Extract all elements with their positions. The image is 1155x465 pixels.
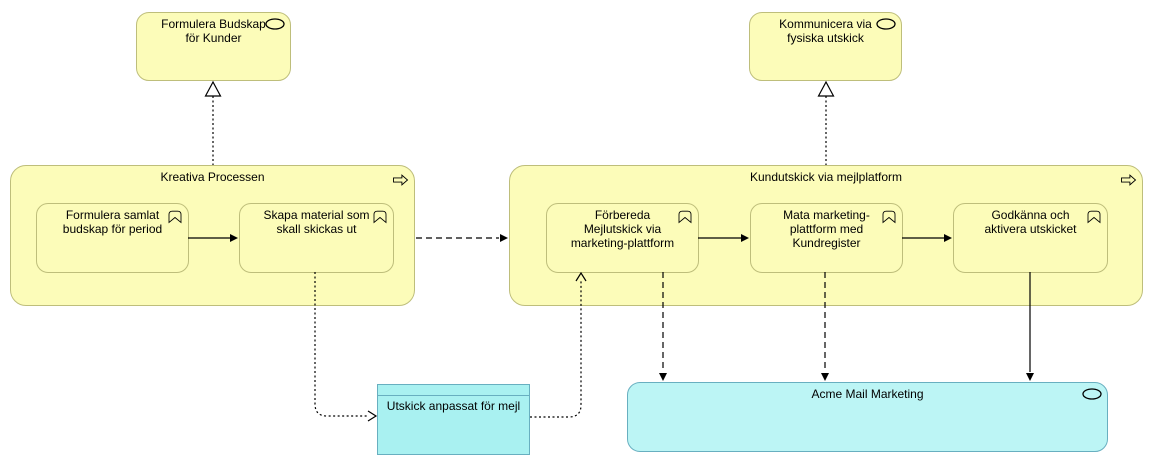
node-kundutskick-via-mejlplatform[interactable]: Kundutskick via mejlplatform Förbereda M… <box>509 165 1143 306</box>
node-label: Kreativa Processen <box>160 170 265 184</box>
function-chevron-icon <box>373 210 387 224</box>
node-mata-marketing-plattform[interactable]: Mata marketing- plattform med Kundregist… <box>750 203 903 273</box>
service-oval-icon <box>1082 388 1102 400</box>
function-chevron-icon <box>1087 210 1101 224</box>
node-label: Formulera Budskap för Kunder <box>161 17 266 45</box>
node-label: Kundutskick via mejlplatform <box>749 170 903 184</box>
node-label: Mata marketing- plattform med Kundregist… <box>783 208 870 250</box>
node-label: Skapa material som skall skickas ut <box>263 208 370 236</box>
node-label: Förbereda Mejlutskick via marketing-plat… <box>570 208 675 250</box>
node-label: Formulera samlat budskap för period <box>62 208 163 236</box>
node-label: Kommunicera via fysiska utskick <box>779 17 872 45</box>
realization-connector-kreativa-to-budskap[interactable] <box>204 80 222 165</box>
node-skapa-material[interactable]: Skapa material som skall skickas ut <box>239 203 394 273</box>
node-formulera-samlat-budskap[interactable]: Formulera samlat budskap för period <box>36 203 189 273</box>
node-godkanna-aktivera[interactable]: Godkänna och aktivera utskicket <box>953 203 1108 273</box>
node-formulera-budskap-for-kunder[interactable]: Formulera Budskap för Kunder <box>136 12 291 81</box>
business-object-header-bar <box>378 385 529 396</box>
node-acme-mail-marketing[interactable]: Acme Mail Marketing <box>627 382 1108 452</box>
node-kommunicera-via-fysiska-utskick[interactable]: Kommunicera via fysiska utskick <box>749 12 902 81</box>
function-chevron-icon <box>678 210 692 224</box>
function-chevron-icon <box>168 210 182 224</box>
node-label: Godkänna och aktivera utskicket <box>984 208 1077 236</box>
process-arrow-icon <box>393 174 409 186</box>
node-kreativa-processen[interactable]: Kreativa Processen Formulera samlat buds… <box>10 165 415 306</box>
function-chevron-icon <box>882 210 896 224</box>
flow-connector-kreativa-to-kundutskick[interactable] <box>416 234 508 242</box>
node-label: Utskick anpassat för mejl <box>386 399 521 413</box>
realization-connector-kundutskick-to-fysiska[interactable] <box>817 80 835 165</box>
process-arrow-icon <box>1121 174 1137 186</box>
service-oval-icon <box>265 18 285 30</box>
node-forbereda-mejlutskick[interactable]: Förbereda Mejlutskick via marketing-plat… <box>546 203 699 273</box>
node-label: Acme Mail Marketing <box>811 387 924 401</box>
node-utskick-anpassat-for-mejl[interactable]: Utskick anpassat för mejl <box>377 384 530 455</box>
service-oval-icon <box>876 18 896 30</box>
